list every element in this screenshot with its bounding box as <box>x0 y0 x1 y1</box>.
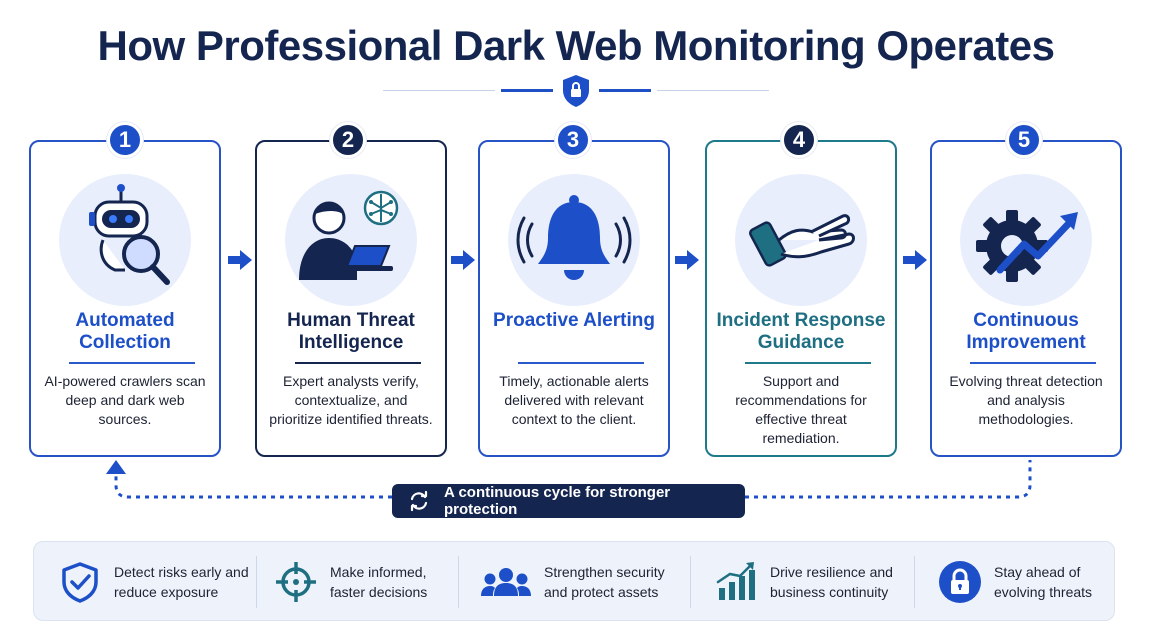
benefit-text: Drive resilience and business continuity <box>770 564 893 600</box>
step-description: Support and recommendations for effectiv… <box>735 373 867 446</box>
step-3-icon-bg <box>508 174 640 306</box>
arrow-right-icon <box>451 250 475 270</box>
arrow-right-icon <box>903 250 927 270</box>
step-badge-4: 4 <box>781 122 817 158</box>
benefit-item: Make informed, faster decisions <box>274 542 450 622</box>
title-divider-right <box>599 89 651 92</box>
team-icon <box>481 568 531 596</box>
benefit-separator <box>256 556 257 608</box>
hand-phone-icon <box>749 214 855 267</box>
step-title: Automated Collection <box>75 310 175 353</box>
shield-lock-icon <box>563 75 589 107</box>
step-title: Incident Response Guidance <box>716 310 886 353</box>
step-divider <box>745 362 871 364</box>
title-divider-left-thin <box>383 90 495 91</box>
step-card-4: Incident Response Guidance Support and r… <box>705 140 897 457</box>
cycle-label-pill: A continuous cycle for stronger protecti… <box>392 484 745 518</box>
benefit-text: Strengthen security and protect assets <box>544 564 665 600</box>
benefit-separator <box>458 556 459 608</box>
step-description: Timely, actionable alerts delivered with… <box>499 373 649 427</box>
lock-icon <box>939 561 981 603</box>
shield-check-icon <box>62 562 98 603</box>
step-title: Human Threat Intelligence <box>287 310 415 353</box>
step-description: AI-powered crawlers scan deep and dark w… <box>44 373 206 427</box>
benefit-item: Stay ahead of evolving threats <box>938 542 1104 622</box>
step-divider <box>295 362 421 364</box>
title-divider-right-thin <box>657 90 769 91</box>
step-badge-3: 3 <box>555 122 591 158</box>
step-title: Continuous Improvement <box>966 310 1086 353</box>
bell-icon <box>516 195 632 280</box>
gear-trend-icon <box>976 210 1078 282</box>
benefit-item: Strengthen security and protect assets <box>480 542 684 622</box>
step-5-icon-bg <box>960 174 1092 306</box>
step-badge-1: 1 <box>107 122 143 158</box>
title-divider-left <box>501 89 553 92</box>
benefit-text: Make informed, faster decisions <box>330 564 428 600</box>
step-card-2: Human Threat Intelligence Expert analyst… <box>255 140 447 457</box>
step-4-icon-bg <box>735 174 867 306</box>
step-description: Expert analysts verify, contextualize, a… <box>269 373 433 427</box>
robot-magnifier-icon <box>89 184 170 285</box>
benefit-text: Detect risks early and reduce exposure <box>114 564 249 600</box>
arrow-right-icon <box>228 250 252 270</box>
page-title: How Professional Dark Web Monitoring Ope… <box>97 22 1055 69</box>
step-divider <box>518 362 644 364</box>
step-title: Proactive Alerting <box>493 310 655 331</box>
step-description: Evolving threat detection and analysis m… <box>949 373 1103 427</box>
cycle-label: A continuous cycle for stronger protecti… <box>444 484 671 518</box>
step-badge-5: 5 <box>1006 122 1042 158</box>
analyst-laptop-icon <box>299 190 399 280</box>
step-badge-2: 2 <box>330 122 366 158</box>
benefit-item: Drive resilience and business continuity <box>714 542 920 622</box>
step-card-5: Continuous Improvement Evolving threat d… <box>930 140 1122 457</box>
step-1-icon-bg <box>59 174 191 306</box>
growth-chart-icon <box>716 562 755 600</box>
crosshair-icon <box>276 562 316 602</box>
step-card-1: Automated Collection AI-powered crawlers… <box>29 140 221 457</box>
step-divider <box>970 362 1096 364</box>
refresh-icon <box>410 490 428 512</box>
step-card-3: Proactive Alerting Timely, actionable al… <box>478 140 670 457</box>
arrow-right-icon <box>675 250 699 270</box>
benefit-separator <box>690 556 691 608</box>
step-2-icon-bg <box>285 174 417 306</box>
step-divider <box>69 362 195 364</box>
benefits-panel: Detect risks early and reduce exposure M… <box>33 541 1115 621</box>
benefit-text: Stay ahead of evolving threats <box>994 564 1093 600</box>
benefit-separator <box>914 556 915 608</box>
benefit-item: Detect risks early and reduce exposure <box>58 542 254 622</box>
